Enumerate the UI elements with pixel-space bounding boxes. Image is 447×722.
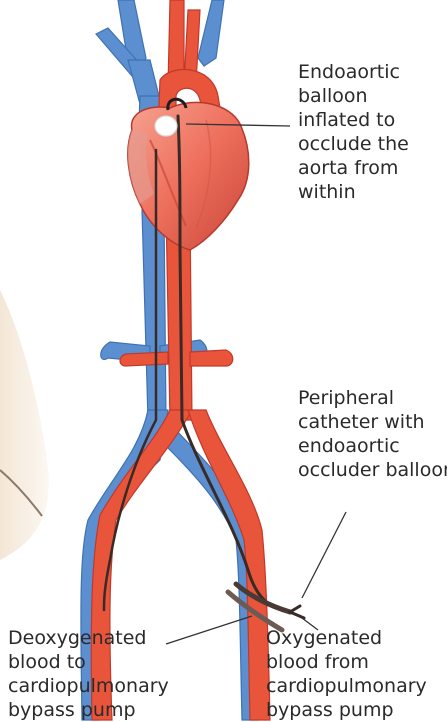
deoxygenated-label-line: Deoxygenated xyxy=(8,626,169,650)
deoxygenated-label-line: blood to xyxy=(8,650,169,674)
oxygenated-label-line: blood from xyxy=(266,650,427,674)
catheter-label: Peripheral catheter with endoaortic occl… xyxy=(298,386,447,482)
skin-silhouette xyxy=(0,290,49,560)
balloon-label-line: within xyxy=(298,180,409,204)
balloon-label-line: aorta from xyxy=(298,156,409,180)
catheter-label-line: Peripheral xyxy=(298,386,447,410)
catheter-label-line: catheter with xyxy=(298,410,447,434)
oxygenated-label-line: cardiopulmonary xyxy=(266,674,427,698)
oxygenated-label-line: Oxygenated xyxy=(266,626,427,650)
catheter-label-line: endoaortic xyxy=(298,434,447,458)
balloon-label-line: Endoaortic xyxy=(298,60,409,84)
oxygenated-label-line: bypass pump xyxy=(266,698,427,722)
balloon-label: Endoaortic balloon inflated to occlude t… xyxy=(298,60,409,204)
deoxygenated-label: Deoxygenated blood to cardiopulmonary by… xyxy=(8,626,169,722)
deoxygenated-label-line: cardiopulmonary xyxy=(8,674,169,698)
balloon-label-line: balloon xyxy=(298,84,409,108)
catheter-label-line: occluder balloon xyxy=(298,458,447,482)
oxygenated-label: Oxygenated blood from cardiopulmonary by… xyxy=(266,626,427,722)
balloon-label-line: inflated to xyxy=(298,108,409,132)
balloon-label-line: occlude the xyxy=(298,132,409,156)
deoxygenated-label-line: bypass pump xyxy=(8,698,169,722)
